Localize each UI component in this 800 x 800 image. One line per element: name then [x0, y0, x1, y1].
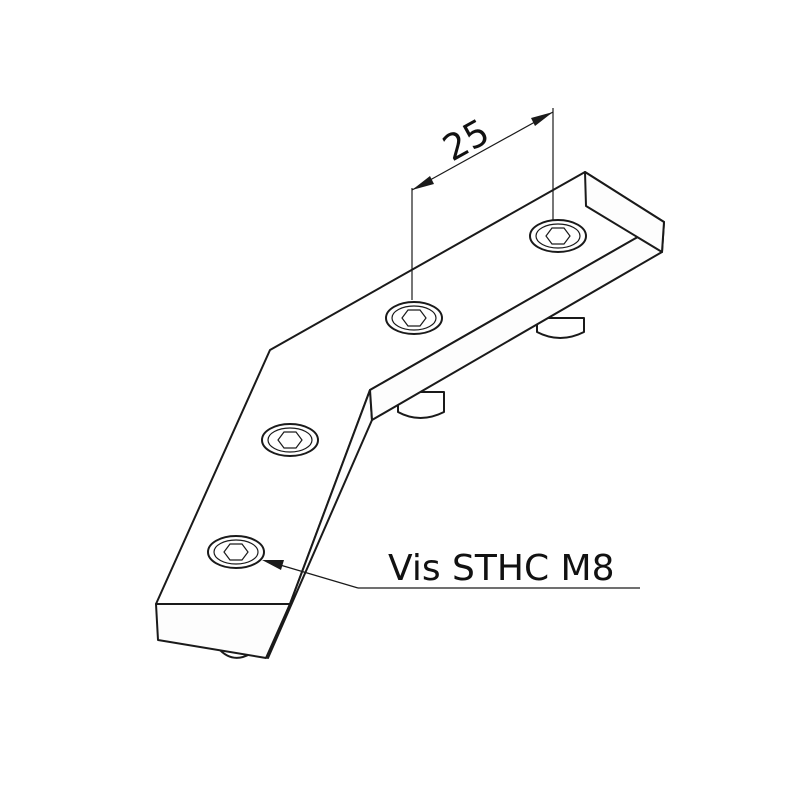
callout-leader [262, 560, 640, 589]
dimension-value: 25 [436, 112, 496, 170]
screw-head-right [529, 219, 587, 253]
plate-end-face [584, 171, 665, 253]
plate-front-face [155, 603, 291, 659]
callout-label: Vis STHC M8 [388, 548, 615, 589]
screw-head-middle [385, 301, 443, 335]
screw-head-left-lower [207, 535, 265, 569]
screw-head-left-upper [261, 423, 319, 457]
nut-under-right [536, 317, 585, 339]
dimension-line [411, 111, 554, 191]
